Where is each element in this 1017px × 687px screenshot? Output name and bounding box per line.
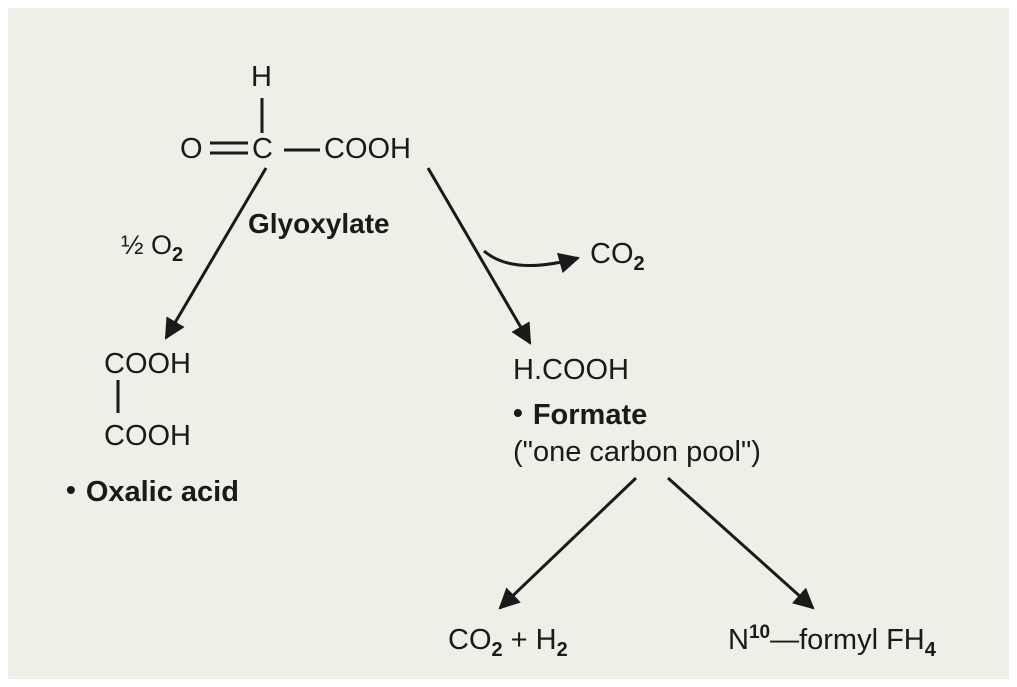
oxalic-bottom-cooh: COOH [104,420,191,452]
diagram-canvas: H O C COOH Glyoxylate ½ O2 COOH COOH •Ox… [8,8,1009,679]
product-co2-h2: CO2 + H2 [448,624,568,661]
arrow-to-n10-formyl [666,476,815,610]
bullet-icon: • [513,397,523,428]
atom-o: O [180,133,203,165]
product-n10-formyl-fh4: N10—formyl FH4 [728,622,936,661]
arrow-to-oxalic-acid [164,167,268,340]
atom-h: H [251,61,272,93]
one-carbon-pool-note: ("one carbon pool") [513,436,761,468]
glyoxylate-label: Glyoxylate [248,208,390,239]
arrow-to-formate [426,167,532,345]
arrow-to-co2-h2 [498,476,638,610]
oxalic-acid-label: •Oxalic acid [66,474,239,508]
formate-label: •Formate [513,397,648,431]
formate-formula: H.COOH [513,354,629,386]
group-cooh: COOH [324,133,411,165]
bullet-icon: • [66,474,76,505]
half-o2-label: ½ O2 [121,230,184,266]
atom-c: C [252,133,273,165]
oxalic-top-cooh: COOH [104,348,191,380]
arrow-to-co2 [483,249,581,274]
arrows-layer [116,98,815,610]
co2-byproduct: CO2 [590,238,645,275]
